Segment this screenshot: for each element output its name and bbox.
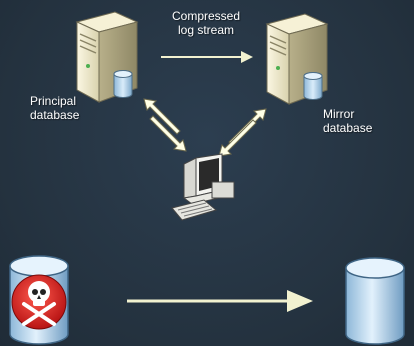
principal-label-line2: database [30, 108, 80, 122]
mirror-label-line2: database [323, 121, 373, 135]
principal-database-label: Principal database [30, 94, 79, 122]
mirror-server-icon [265, 13, 329, 105]
mirror-witness-arrows-icon [218, 108, 267, 157]
log-stream-label-line1: Compressed [171, 9, 241, 23]
principal-witness-arrows-icon [143, 98, 187, 152]
log-stream-label: Compressed log stream [166, 9, 246, 37]
log-stream-arrow-icon [161, 51, 253, 63]
mirror-database-label: Mirror database [323, 107, 372, 135]
witness-workstation-icon [171, 153, 235, 221]
failover-arrow-icon [127, 290, 313, 312]
log-stream-label-line2: log stream [177, 23, 235, 37]
healthy-database-icon [345, 257, 405, 345]
failed-database-icon [9, 255, 69, 345]
principal-server-icon [75, 11, 139, 103]
mirror-label-line1: Mirror [323, 107, 355, 121]
principal-label-line1: Principal [30, 94, 77, 108]
